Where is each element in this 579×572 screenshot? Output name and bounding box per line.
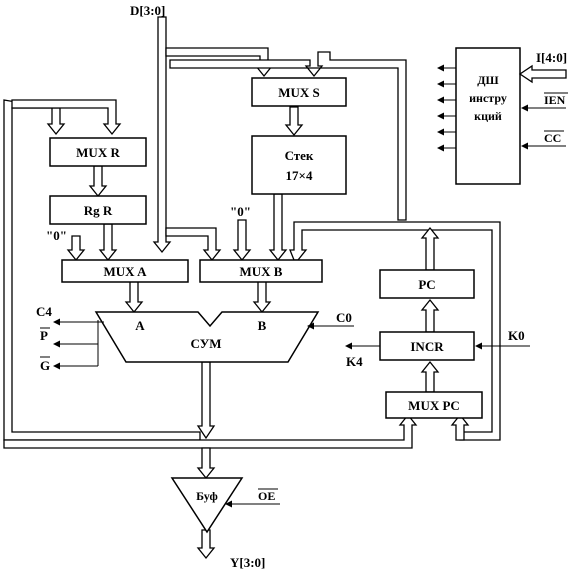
zero-b-label: "0" [230,204,251,219]
rg-r-to-mux-a-arrow [98,223,118,262]
zero-to-mux-a-arrow [66,235,86,262]
mux-b-to-sum-arrow [252,280,272,314]
ien-label: IEN [544,93,566,107]
svg-text:MUX A: MUX A [104,264,148,279]
svg-text:Стек: Стек [285,148,314,163]
mux-pc-to-incr-arrow [420,360,440,393]
svg-text:кций: кций [474,109,502,123]
pc-to-mux-pc-arrow [450,413,470,441]
k4-label: K4 [346,354,363,369]
rg-r-block: Rg R [49,195,147,225]
decoder-outputs [437,64,456,152]
buffer-to-output-arrow [196,529,216,560]
svg-text:Буф: Буф [196,489,218,503]
svg-text:ДШ: ДШ [477,73,498,87]
y-out-label: Y[3:0] [230,555,265,570]
svg-text:MUX PC: MUX PC [408,398,460,413]
decoder-block: ДШ инстру кций [455,47,521,185]
incr-to-pc-arrow [420,298,440,333]
g-label: G [40,358,50,373]
pc-up-arrow [420,226,440,271]
sum-to-y-arrow [196,361,216,440]
mux-a-to-sum-arrow [124,280,144,314]
svg-text:MUX B: MUX B [240,264,283,279]
oe-label: OE [258,489,275,503]
sum-block: A B СУМ [94,311,320,363]
d-bus [152,16,274,254]
mux-s-to-stack-arrow [284,106,304,137]
c4-label: C4 [36,304,52,319]
svg-text:инстру: инстру [469,91,507,105]
svg-text:MUX R: MUX R [76,145,120,160]
mux-a-block: MUX A [61,259,189,283]
mux-pc-block: MUX PC [385,391,483,419]
d-in-label: D[3:0] [130,3,165,18]
mux-s-feedback-bus [169,51,407,221]
k0-label: K0 [508,328,525,343]
mux-r-to-rg-r-arrow [88,165,108,198]
svg-text:PC: PC [418,277,435,292]
i-in-label: I[4:0] [536,50,567,65]
left-loop-bus [3,99,201,441]
c0-label: C0 [336,310,352,325]
i-bus-arrow [518,64,567,84]
svg-text:MUX S: MUX S [278,85,320,100]
svg-text:A: A [135,318,145,333]
svg-text:СУМ: СУМ [190,336,221,351]
svg-text:B: B [258,318,267,333]
y-to-buffer-arrow [196,447,216,480]
mux-s-block: MUX S [251,77,347,107]
d-to-mux-b-arrow [165,227,222,262]
stack-to-mux-b-arrow [268,193,288,262]
cc-label: CC [544,131,561,145]
svg-text:INCR: INCR [410,339,444,354]
svg-text:Rg R: Rg R [84,203,113,218]
pc-block: PC [379,269,475,299]
svg-text:17×4: 17×4 [286,168,313,183]
incr-block: INCR [379,331,475,361]
zero-to-mux-b-arrow [232,219,252,262]
mux-r-block: MUX R [49,137,147,167]
zero-a-label: "0" [46,228,67,243]
mux-b-block: MUX B [199,259,323,283]
stack-block: Стек 17×4 [251,135,347,195]
p-label: P [40,328,48,343]
buffer-block: Буф [170,477,244,534]
